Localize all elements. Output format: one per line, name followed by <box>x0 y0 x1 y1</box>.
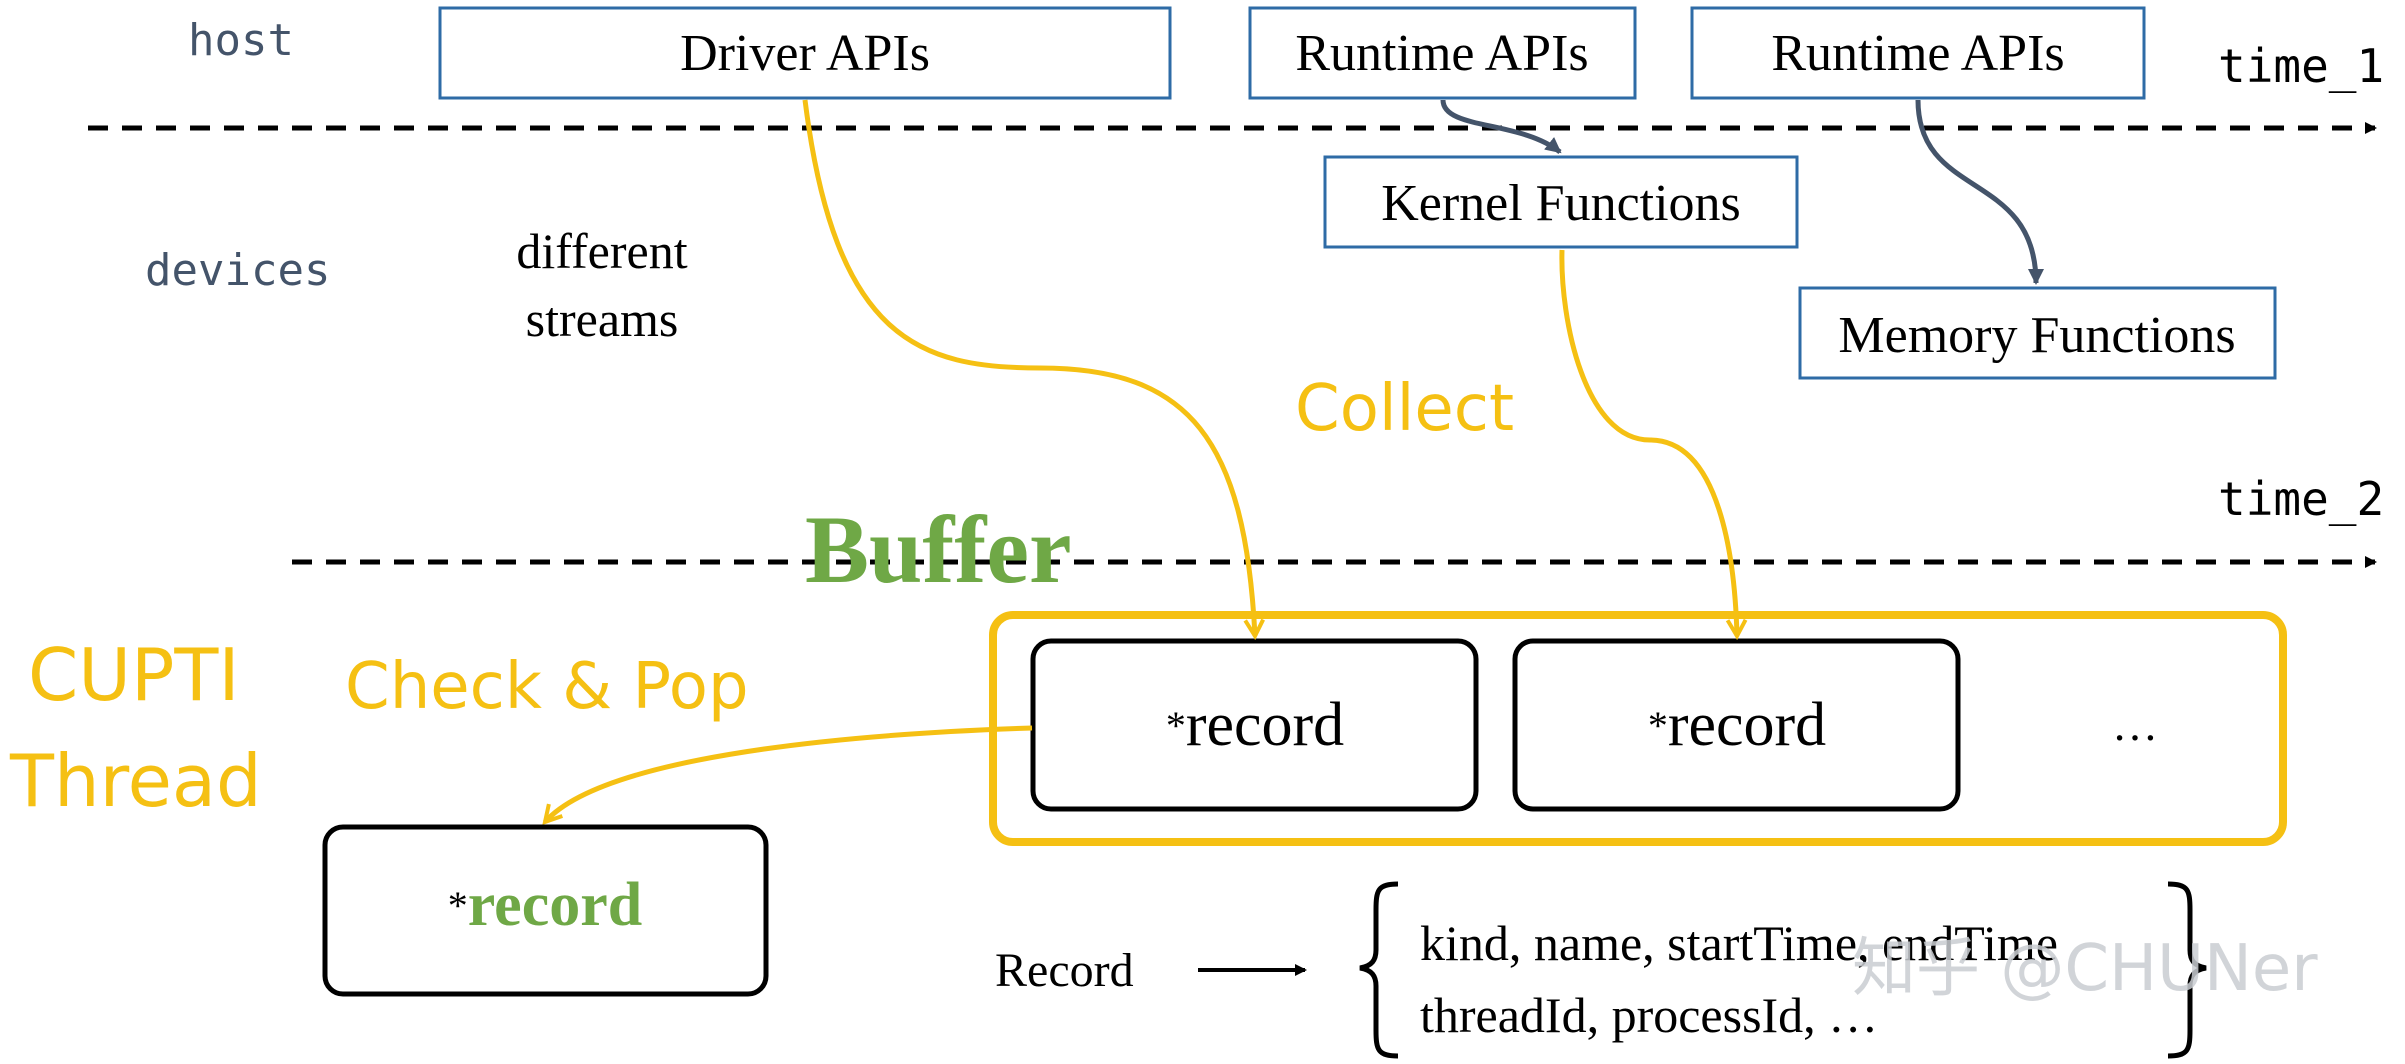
buffer-more-ellipsis: … <box>2112 699 2158 750</box>
runtime-to-memory-arrow <box>1915 99 2044 285</box>
cupti-label: CUPTI <box>28 633 240 717</box>
runtime-apis-box-2 <box>1690 6 2146 100</box>
buffer-record-2-label: record <box>1668 691 1826 759</box>
memory-functions-box <box>1798 286 2277 380</box>
kernel-functions-box <box>1323 155 1799 249</box>
buffer-record-1-text: *record <box>1166 691 1344 759</box>
record-def-label: Record <box>995 944 1134 997</box>
popped-record-box <box>322 824 769 997</box>
streams-note-line2: streams <box>526 291 679 347</box>
record-def-left-brace <box>1359 881 1399 1059</box>
kernel-functions-label: Kernel Functions <box>1381 175 1741 232</box>
record-def-right-brace <box>2167 881 2207 1059</box>
time1-label: time_1 <box>2218 39 2384 93</box>
buffer-record-1-star: * <box>1166 703 1186 748</box>
runtime-apis-label-2: Runtime APIs <box>1771 25 2064 82</box>
driver-to-record-arrow <box>802 99 1255 636</box>
check-pop-arrow <box>545 725 1033 822</box>
record-fields-line2: threadId, processId, … <box>1420 987 1878 1043</box>
streams-note-line1: different <box>516 223 687 279</box>
driver-apis-box <box>438 6 1172 100</box>
buffer-record-1 <box>1030 638 1479 812</box>
runtime-apis-label-1: Runtime APIs <box>1295 25 1588 82</box>
popped-record-star: * <box>448 883 468 928</box>
check-pop-label: Check & Pop <box>345 650 749 724</box>
thread-label: Thread <box>9 739 262 823</box>
devices-label: devices <box>145 245 330 296</box>
watermark-text: 知乎 @CHUNer <box>1852 932 2318 1006</box>
buffer-record-1-label: record <box>1186 691 1344 759</box>
memory-functions-label: Memory Functions <box>1838 307 2235 364</box>
host-label: host <box>188 15 294 66</box>
popped-record-text: *record <box>448 871 642 939</box>
runtime-apis-box-1 <box>1248 6 1637 100</box>
record-fields-line1: kind, name, startTime, endTime <box>1420 915 2058 971</box>
runtime-to-kernel-arrow <box>1440 99 1562 154</box>
buffer-record-2-star: * <box>1648 703 1668 748</box>
time2-label: time_2 <box>2218 472 2384 526</box>
buffer-record-2-text: *record <box>1648 691 1826 759</box>
popped-record-label: record <box>468 871 642 939</box>
buffer-title: Buffer <box>805 496 1072 603</box>
buffer-record-2 <box>1512 638 1961 812</box>
kernel-to-record-arrow <box>1559 249 1737 636</box>
driver-apis-label: Driver APIs <box>680 25 930 82</box>
collect-label: Collect <box>1295 372 1514 446</box>
